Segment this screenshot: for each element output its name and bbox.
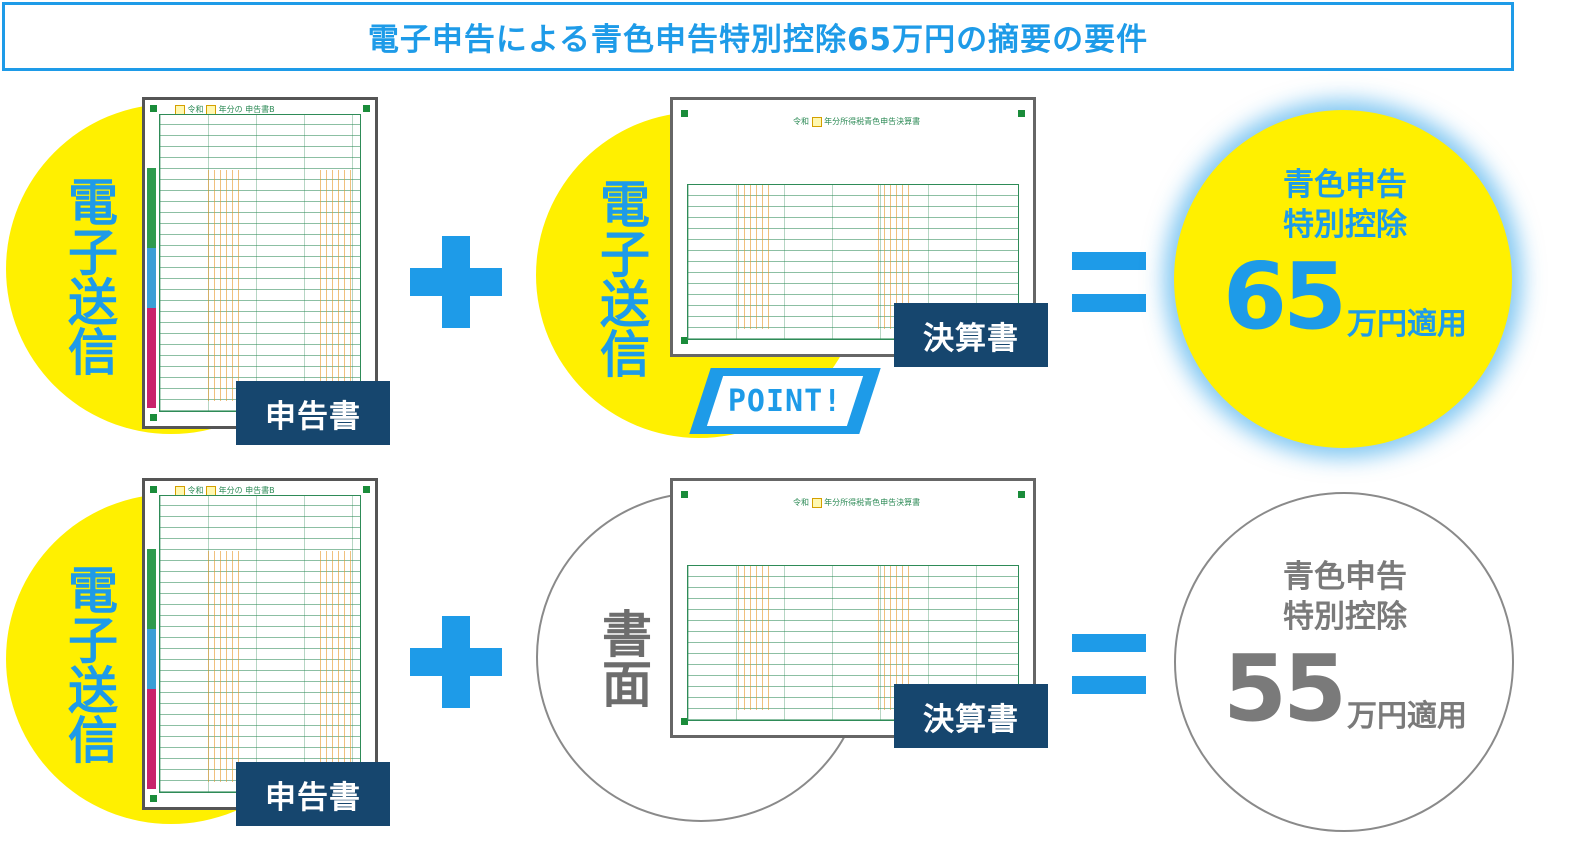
row1-left-method: 電子送信 [60,176,118,376]
row1-result-line1: 青色申告 [1283,167,1407,203]
title-banner: 電子申告による青色申告特別控除65万円の摘要の要件 [2,2,1514,71]
row2-result-unit: 万円適用 [1347,699,1468,734]
row1-result-line2: 特別控除 [1283,207,1407,243]
plus-icon [410,616,502,708]
row1-result-circle [1174,110,1512,448]
row1-right-method: 電子送信 [592,178,650,378]
equals-icon [1072,252,1146,312]
point-badge: POINT! [689,368,881,434]
point-label: POINT! [727,383,843,419]
row2-right-method: 書面 [594,608,652,708]
equals-icon [1072,634,1146,694]
row1-result-amount: 65 [1222,243,1347,350]
plus-icon [410,236,502,328]
row1-left-doc-label: 申告書 [236,381,390,445]
row1-right-doc-label: 決算書 [894,303,1048,367]
row2-result-line2: 特別控除 [1283,599,1407,635]
page-title: 電子申告による青色申告特別控除65万円の摘要の要件 [367,22,1149,58]
row2-left-doc-label: 申告書 [236,762,390,826]
row1-result-unit: 万円適用 [1347,307,1468,342]
row2-result-circle [1174,492,1514,832]
row1-tax-return-form: 令和 年分の 申告書B [142,97,378,429]
row2-result-line1: 青色申告 [1283,559,1407,595]
row2-right-doc-label: 決算書 [894,684,1048,748]
row2-result-amount: 55 [1222,635,1347,742]
row2-tax-return-form: 令和 年分の 申告書B [142,478,378,810]
row2-left-method: 電子送信 [60,564,118,764]
